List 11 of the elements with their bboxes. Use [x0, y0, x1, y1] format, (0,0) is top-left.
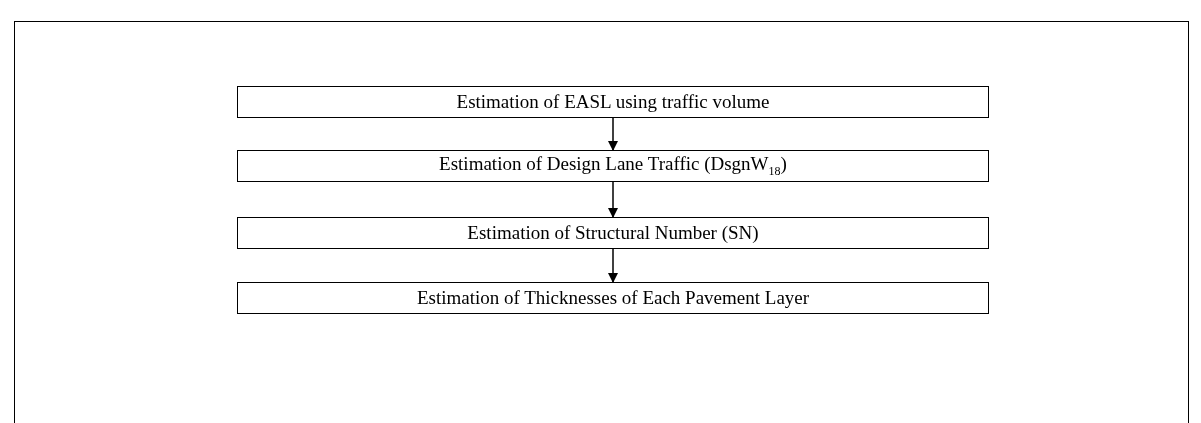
- process-box: [237, 282, 989, 314]
- box-label: Estimation of Structural Number (SN): [467, 222, 759, 244]
- arrow: [608, 117, 618, 151]
- process-box: [237, 217, 989, 249]
- process-box: [237, 150, 989, 182]
- arrow: [608, 248, 618, 283]
- box-label: Estimation of Thicknesses of Each Pavement Layer: [416, 287, 810, 309]
- box-label: Estimation of Design Lane Traffic (DsgnW$_{18}$): [439, 153, 787, 179]
- arrow: [608, 181, 618, 218]
- box-label: Estimation of EASL using traffic volume: [456, 91, 770, 113]
- process-box: [237, 86, 989, 118]
